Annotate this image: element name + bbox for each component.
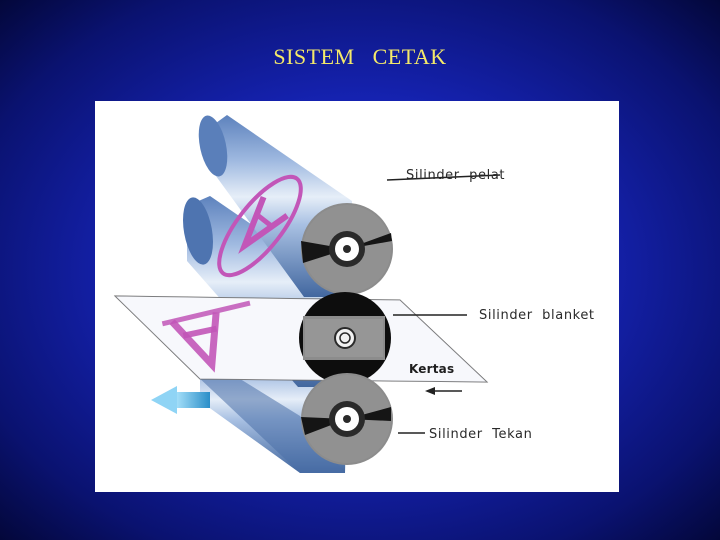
slide-title: SISTEM CETAK xyxy=(273,44,447,69)
printing-diagram-svg: Silinder pelat Silinder blanket Kertas S… xyxy=(113,115,595,473)
leader-line-plate xyxy=(386,174,501,181)
label-paper: Kertas xyxy=(409,362,454,376)
printed-letter xyxy=(161,300,251,373)
left-arrow-icon xyxy=(151,386,210,414)
plate-image-letter xyxy=(238,195,289,254)
printing-diagram: Silinder pelat Silinder blanket Kertas S… xyxy=(95,101,619,492)
label-impression-cylinder: Silinder Tekan xyxy=(429,427,532,442)
plate-cylinder-end xyxy=(301,203,393,295)
plate-image-outline xyxy=(217,174,303,278)
label-plate-cylinder: Silinder pelat xyxy=(406,168,505,183)
direction-arrow-icon xyxy=(425,387,462,395)
impression-cylinder-end xyxy=(301,373,393,465)
label-blanket-cylinder: Silinder blanket xyxy=(479,308,595,323)
blanket-cylinder-end xyxy=(299,292,391,384)
